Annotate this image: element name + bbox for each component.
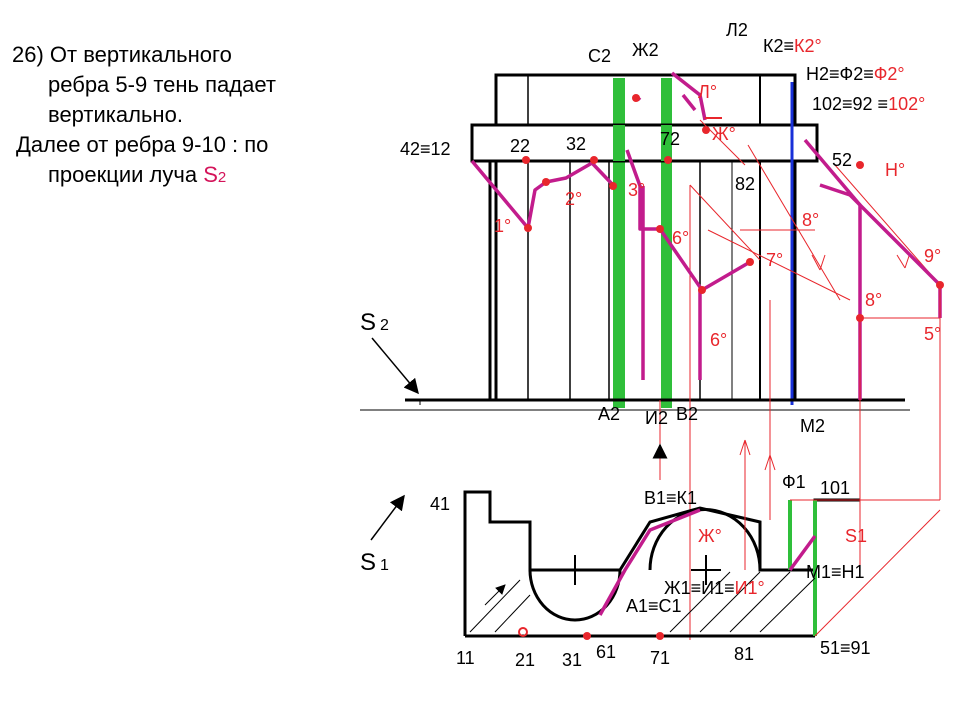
label-b1k1: В1≡К1	[644, 488, 697, 508]
ray-s2	[371, 337, 419, 395]
task-text: 26) От вертикального ребра 5-9 тень пада…	[12, 40, 372, 193]
label-p41: 41	[430, 494, 450, 514]
label-m2: М2	[800, 416, 825, 436]
label-a2: А2	[598, 404, 620, 424]
label-zh0b: Ж°	[698, 526, 722, 546]
label-s1r: S1	[845, 526, 867, 546]
rays-top	[739, 285, 941, 637]
points-front	[522, 94, 944, 322]
label-p31: 31	[562, 650, 582, 670]
label-d9: 9°	[924, 246, 941, 266]
label-p51: 51≡91	[820, 638, 871, 658]
top-outline	[463, 490, 860, 636]
label-d8a: 8°	[802, 210, 819, 230]
semicircle	[528, 569, 622, 622]
label-p42: 42≡12	[400, 139, 451, 159]
ray-s1	[370, 494, 405, 541]
label-k2: К2≡К2°	[763, 36, 822, 56]
label-n0: Н°	[885, 160, 905, 180]
label-i2: И2	[645, 408, 668, 428]
label-p52: 52	[832, 150, 852, 170]
label-b2: В2	[676, 404, 698, 424]
labels: Л2 С2 Ж2 К2≡К2° Н2≡Ф2≡Ф2° 102≡92 ≡102° Л…	[360, 20, 941, 670]
label-zh2: Ж2	[632, 40, 659, 60]
label-d1: 1°	[494, 216, 511, 236]
label-n2: Н2≡Ф2≡Ф2°	[806, 64, 905, 84]
points-top	[518, 627, 664, 640]
label-f1: Ф1	[782, 472, 806, 492]
label-zh0: Ж°	[712, 124, 736, 144]
front-view	[360, 73, 910, 411]
label-d2: 2°	[565, 189, 582, 209]
label-m1: М1≡Н1	[806, 562, 865, 582]
rays-front	[659, 119, 941, 640]
label-p61: 61	[596, 642, 616, 662]
label-p82: 82	[735, 174, 755, 194]
label-d3: 3°	[628, 180, 645, 200]
top-block-outline	[494, 73, 797, 400]
label-a1: А1≡С1	[626, 596, 682, 616]
slab	[470, 123, 819, 163]
label-p22: 22	[510, 136, 530, 156]
text-line-2: ребра 5-9 тень падает	[48, 72, 276, 97]
label-p72: 72	[660, 129, 680, 149]
label-p10: 102≡92 ≡102°	[812, 94, 925, 114]
shadow-top	[598, 508, 817, 616]
green-strip-b	[661, 78, 672, 408]
label-d7: 7°	[766, 250, 783, 270]
text-line-3: вертикально.	[48, 102, 183, 127]
label-l2: Л2	[726, 20, 748, 40]
label-c2: С2	[588, 46, 611, 66]
label-p101: 101	[820, 478, 850, 498]
label-p21: 21	[515, 650, 535, 670]
shadow-front	[470, 71, 942, 400]
label-p81: 81	[734, 644, 754, 664]
text-line-1: 26) От вертикального	[12, 42, 232, 67]
label-p71: 71	[650, 648, 670, 668]
arc-right	[648, 508, 762, 571]
label-d6b: 6°	[710, 330, 727, 350]
label-p32: 32	[566, 134, 586, 154]
label-d6a: 6°	[672, 228, 689, 248]
label-zh1: Ж1≡И1≡И1°	[664, 578, 765, 598]
text-line-4: Далее от ребра 9-10 : по	[16, 132, 269, 157]
label-l0: Л°	[698, 82, 717, 102]
label-p11: 11	[456, 648, 475, 668]
label-d5: 5°	[924, 324, 941, 344]
label-d8b: 8°	[865, 290, 882, 310]
text-line-5: проекции луча S2	[48, 162, 227, 187]
